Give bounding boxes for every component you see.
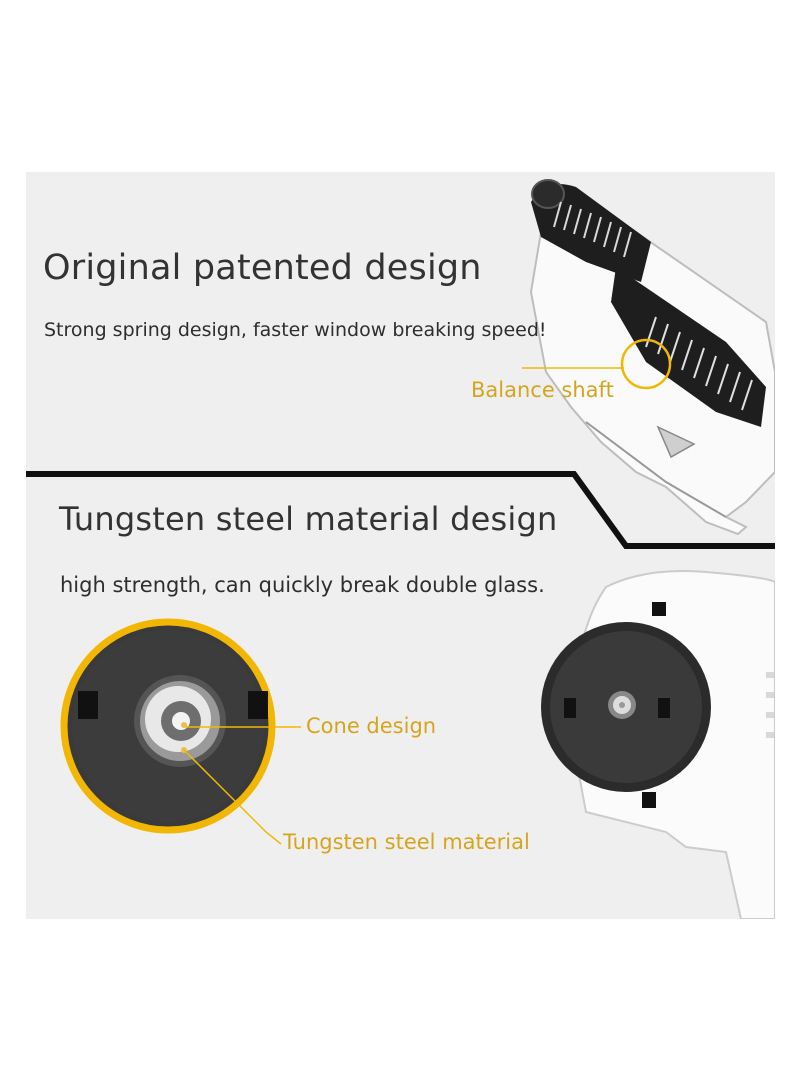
product-feature-panel: Original patented design Strong spring d… xyxy=(26,172,775,919)
tungsten-steel-callout: Tungsten steel material xyxy=(283,830,530,854)
section-divider xyxy=(26,471,775,549)
cone-closeup-illustration xyxy=(60,618,301,845)
bottom-section-title: Tungsten steel material design xyxy=(59,500,558,538)
top-section-title: Original patented design xyxy=(43,248,482,288)
top-section-subtitle: Strong spring design, faster window brea… xyxy=(44,319,547,341)
hammer-head-illustration xyxy=(541,570,775,919)
spring-mechanism-illustration xyxy=(522,179,775,536)
balance-shaft-callout: Balance shaft xyxy=(471,378,614,402)
cone-design-callout: Cone design xyxy=(306,714,437,738)
product-illustrations xyxy=(26,179,775,919)
bottom-section-subtitle: high strength, can quickly break double … xyxy=(60,573,545,597)
